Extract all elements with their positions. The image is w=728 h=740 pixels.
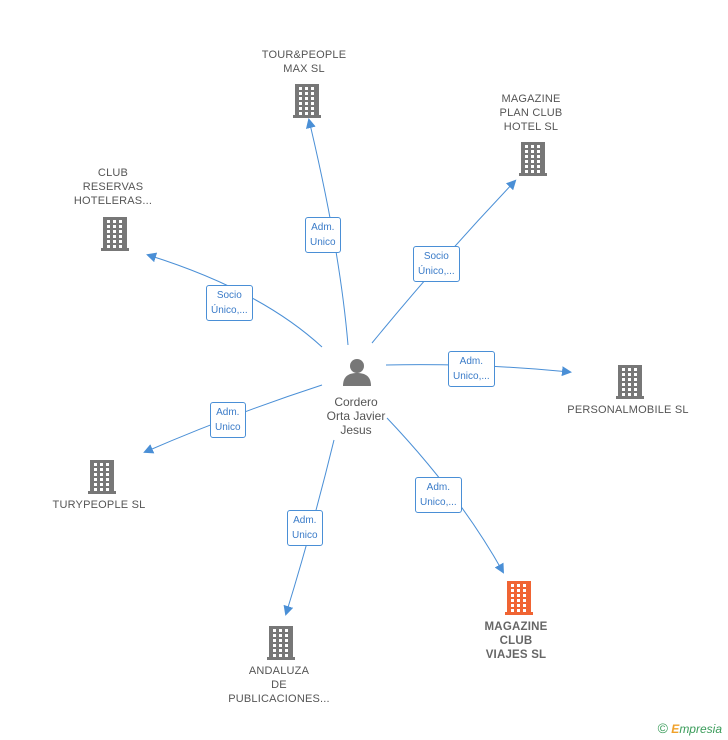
- brand-initial: E: [671, 722, 680, 736]
- company-label-tourpeople[interactable]: TOUR&PEOPLE MAX SL: [261, 49, 347, 75]
- company-label-magazine_viajes[interactable]: MAGAZINE CLUB VIAJES SL: [484, 621, 548, 661]
- company-label-magazine_plan[interactable]: MAGAZINE PLAN CLUB HOTEL SL: [499, 93, 563, 133]
- building-icon-magazine_plan: [519, 142, 547, 176]
- person-icon: [343, 359, 371, 386]
- building-icon-club_reservas: [101, 217, 129, 251]
- building-icon-tourpeople: [293, 84, 321, 118]
- footer-brand: © Empresia: [658, 720, 722, 736]
- building-icon-magazine_viajes: [505, 581, 533, 615]
- edge-label-andaluza[interactable]: Adm. Unico: [287, 510, 323, 546]
- building-icon-personalmobile: [616, 365, 644, 399]
- edge-label-personalmobile[interactable]: Adm. Unico,...: [448, 351, 495, 387]
- company-label-andaluza[interactable]: ANDALUZA DE PUBLICACIONES...: [228, 665, 330, 705]
- edge-label-magazine_viajes[interactable]: Adm. Unico,...: [415, 477, 462, 513]
- copyright-symbol: ©: [657, 720, 668, 736]
- building-icon-turypeople: [88, 460, 116, 494]
- person-label[interactable]: Cordero Orta Javier Jesus: [326, 395, 386, 437]
- company-label-turypeople[interactable]: TURYPEOPLE SL: [52, 499, 146, 511]
- edge-label-magazine_plan[interactable]: Socio Único,...: [413, 246, 460, 282]
- edge-label-turypeople[interactable]: Adm. Unico: [210, 402, 246, 438]
- brand-name: mpresia: [679, 722, 722, 736]
- building-icon-andaluza: [267, 626, 295, 660]
- company-label-personalmobile[interactable]: PERSONALMOBILE SL: [567, 404, 689, 416]
- company-label-club_reservas[interactable]: CLUB RESERVAS HOTELERAS...: [73, 167, 153, 207]
- edge-label-tourpeople[interactable]: Adm. Unico: [305, 217, 341, 253]
- edge-label-club_reservas[interactable]: Socio Único,...: [206, 285, 253, 321]
